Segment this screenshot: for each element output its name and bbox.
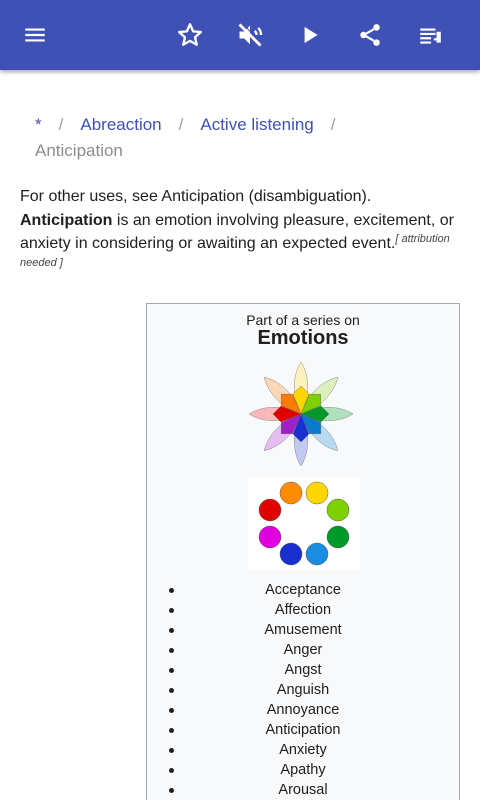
list-item[interactable]: Anger <box>147 640 459 660</box>
list-item[interactable]: Amusement <box>147 620 459 640</box>
star-outline-icon[interactable] <box>172 17 208 53</box>
breadcrumb-link-abreaction[interactable]: Abreaction <box>80 115 162 134</box>
list-item[interactable]: Anguish <box>147 680 459 700</box>
volume-off-icon[interactable] <box>232 17 268 53</box>
play-icon[interactable] <box>292 17 328 53</box>
article-body: For other uses, see Anticipation (disamb… <box>20 185 460 279</box>
infobox-title: Emotions <box>257 327 349 349</box>
list-item[interactable]: Anticipation <box>147 720 459 740</box>
list-item[interactable]: Affection <box>147 600 459 620</box>
playlist-icon[interactable] <box>412 17 448 53</box>
breadcrumb-current: Anticipation <box>35 141 123 160</box>
infobox-series-label: Part of a series on <box>246 312 360 328</box>
breadcrumb-link-active-listening[interactable]: Active listening <box>200 115 314 134</box>
list-item[interactable]: Acceptance <box>147 580 459 600</box>
emotions-infobox: Part of a series on Emotions <box>146 303 460 800</box>
lead-text: is an emotion involving pleasure, excite… <box>20 211 454 253</box>
list-item[interactable]: Annoyance <box>147 700 459 720</box>
emotion-circles-image[interactable] <box>248 477 360 570</box>
breadcrumb-link-root[interactable]: * <box>35 115 42 134</box>
citation-needed[interactable]: [ attribution needed ] <box>20 233 450 269</box>
list-item[interactable]: Apathy <box>147 760 459 780</box>
hatnote[interactable]: For other uses, see Anticipation (disamb… <box>20 188 372 205</box>
list-item[interactable]: Arousal <box>147 780 459 800</box>
share-icon[interactable] <box>352 17 388 53</box>
app-toolbar <box>0 0 480 70</box>
breadcrumb-separator: / <box>330 115 336 134</box>
emotions-list: Acceptance Affection Amusement Anger Ang… <box>147 580 459 800</box>
lead-paragraph: Anticipation is an emotion involving ple… <box>20 209 460 280</box>
emotion-wheel-image[interactable] <box>249 362 353 466</box>
list-item[interactable]: Anxiety <box>147 740 459 760</box>
breadcrumb: * / Abreaction / Active listening / Anticipat… <box>35 112 455 164</box>
lead-term: Anticipation <box>20 211 113 229</box>
list-item[interactable]: Angst <box>147 660 459 680</box>
hamburger-menu-icon[interactable] <box>17 17 53 53</box>
breadcrumb-separator: / <box>178 115 184 134</box>
breadcrumb-separator: / <box>58 115 64 134</box>
